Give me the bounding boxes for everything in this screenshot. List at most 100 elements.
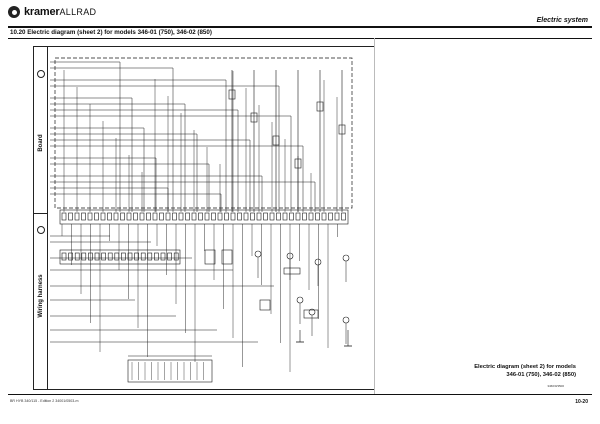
brand-sub: ALLRAD (59, 7, 97, 17)
connector-pin (302, 212, 307, 221)
connector-pin (282, 212, 288, 221)
relay-symbol (294, 158, 302, 169)
relay-symbol (250, 112, 258, 123)
connector-pin (198, 212, 203, 221)
connector-pin (87, 212, 93, 221)
connector-pin (167, 252, 172, 261)
info-icon (37, 226, 45, 234)
connector-pin (127, 252, 133, 261)
relay-symbol (316, 101, 324, 112)
connector-pin (237, 212, 242, 221)
relay-symbol (204, 249, 216, 265)
connector-pin (94, 212, 99, 221)
connector-pin (113, 212, 119, 221)
connector-pin (224, 212, 229, 221)
connector-pin (126, 212, 132, 221)
connector-pin (68, 252, 73, 261)
sidebar-board (34, 46, 48, 213)
connector-pin (276, 212, 281, 221)
connector-pin (101, 252, 106, 261)
connector-pin (289, 212, 294, 221)
connector-pin (121, 252, 126, 261)
sidebar-wiring-harness (34, 214, 48, 390)
relay-symbol (221, 249, 233, 265)
connector-pin (81, 212, 86, 221)
connector-pin (61, 252, 67, 261)
connector-pin (147, 252, 153, 261)
connector-pin (81, 252, 87, 261)
relay-symbol (272, 135, 280, 146)
lamp-symbol (342, 316, 350, 324)
connector-pin (334, 212, 340, 221)
connector-pin (204, 212, 210, 221)
brand-name: kramerALLRAD (24, 6, 96, 18)
relay-symbol (338, 124, 346, 135)
connector-pin (191, 212, 197, 221)
connector-pin (243, 212, 249, 221)
connector-pin (68, 212, 73, 221)
lamp-symbol (254, 250, 262, 258)
connector-pin (140, 252, 146, 261)
connector-pin (341, 212, 346, 221)
connector-pin (107, 252, 113, 261)
connector-pin (263, 212, 268, 221)
section-title: Electric system (536, 17, 588, 24)
page-title: 10.20 Electric diagram (sheet 2) for mod… (10, 29, 212, 36)
drawing-reference: 3460/0/3500 (547, 384, 564, 388)
connector-pin (217, 212, 223, 221)
relay-symbol (228, 89, 236, 100)
connector-pin (172, 212, 177, 221)
header-divider (8, 26, 592, 28)
connector-pin (120, 212, 125, 221)
bottom-connector (127, 359, 213, 383)
connector-pin (134, 252, 139, 261)
connector-pin (146, 212, 151, 221)
connector-pin (107, 212, 112, 221)
connector-pin (61, 212, 67, 221)
connector-pin (154, 252, 159, 261)
connector-pin (159, 212, 164, 221)
info-icon (37, 70, 45, 78)
footer-document-code: BR HYB 340/115 - Edition 2 34001/0503-m (10, 399, 79, 403)
title-divider (8, 38, 592, 39)
connector-pin (211, 212, 216, 221)
connector-pin (160, 252, 166, 261)
page-number: 10-20 (575, 399, 588, 405)
connector-pin (152, 212, 158, 221)
brand-wordmark: kramer (24, 6, 60, 18)
footer-divider (8, 394, 592, 395)
connector-pin (250, 212, 255, 221)
connector-pin (269, 212, 275, 221)
page-column-divider (374, 38, 375, 394)
connector-pin (74, 212, 80, 221)
connector-pin (94, 252, 100, 261)
connector-pin (295, 212, 301, 221)
sidebar-separator (34, 213, 48, 214)
lamp-symbol (296, 296, 304, 304)
connector-pin (139, 212, 145, 221)
connector-pin (308, 212, 314, 221)
connector-pin (133, 212, 138, 221)
connector-pin (321, 212, 327, 221)
connector-strip (59, 249, 181, 265)
connector-pin (328, 212, 333, 221)
connector-pin (165, 212, 171, 221)
brand-logo-icon (8, 6, 20, 18)
diagram-caption-line2: 346-01 (750), 346-02 (850) (506, 372, 576, 378)
connector-pin (256, 212, 262, 221)
connector-strip (59, 209, 349, 225)
diagram-caption-line1: Electric diagram (sheet 2) for models (474, 364, 576, 370)
lamp-symbol (342, 254, 350, 262)
switch-symbol (283, 267, 301, 275)
connector-pin (114, 252, 120, 261)
board-boundary (54, 57, 353, 209)
connector-pin (230, 212, 236, 221)
connector-pin (185, 212, 190, 221)
connector-pin (74, 252, 80, 261)
lamp-symbol (314, 258, 322, 266)
connector-pin (315, 212, 320, 221)
connector-pin (100, 212, 106, 221)
switch-symbol (303, 309, 319, 319)
fuse-symbol (259, 299, 271, 311)
